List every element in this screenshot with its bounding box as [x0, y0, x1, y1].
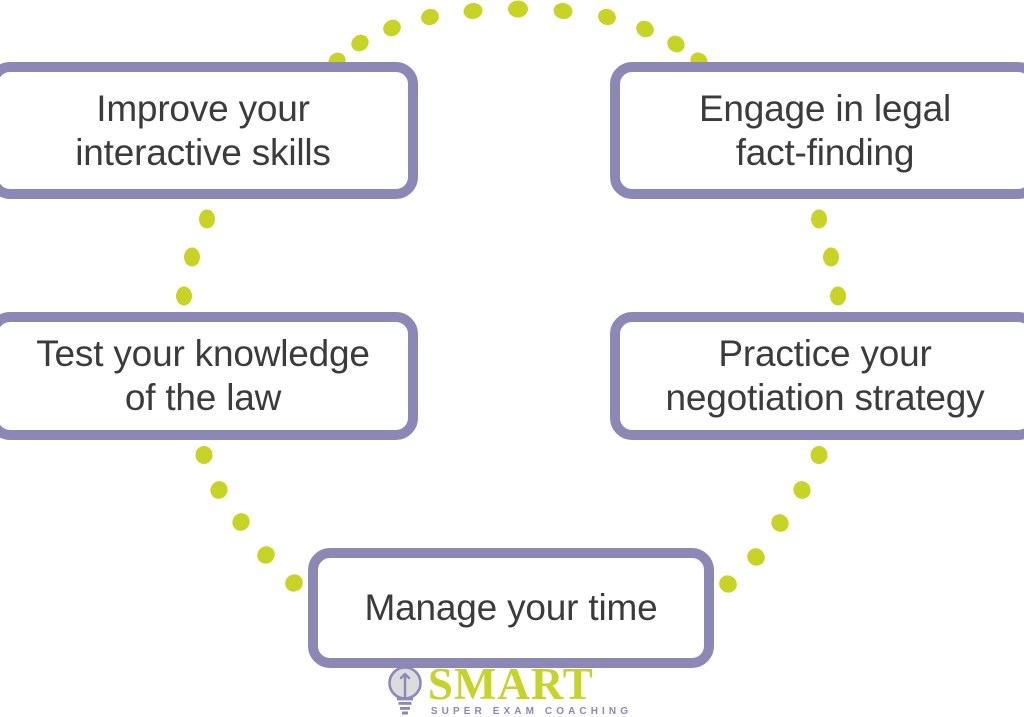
node-manage-time[interactable]: Manage your time — [308, 548, 714, 668]
node-test-knowledge-label: Test your knowledge of the law — [36, 333, 370, 418]
logo-tagline: SUPER EXAM COACHING — [430, 706, 633, 717]
node-engage-legal[interactable]: Engage in legal fact-finding — [610, 62, 1024, 199]
node-practice-negotiation-label: Practice your negotiation strategy — [665, 333, 985, 418]
node-engage-legal-label: Engage in legal fact-finding — [698, 87, 952, 173]
node-improve-skills[interactable]: Improve your interactive skills — [0, 62, 418, 199]
node-manage-time-label: Manage your time — [364, 587, 658, 629]
node-test-knowledge[interactable]: Test your knowledge of the law — [0, 312, 418, 440]
lightbulb-icon — [384, 664, 426, 716]
brand-logo: SMART SUPER EXAM COACHING — [0, 659, 1024, 717]
node-improve-skills-label: Improve your interactive skills — [75, 87, 331, 173]
node-practice-negotiation[interactable]: Practice your negotiation strategy — [610, 312, 1024, 440]
logo-wordmark: SMART — [427, 658, 594, 709]
